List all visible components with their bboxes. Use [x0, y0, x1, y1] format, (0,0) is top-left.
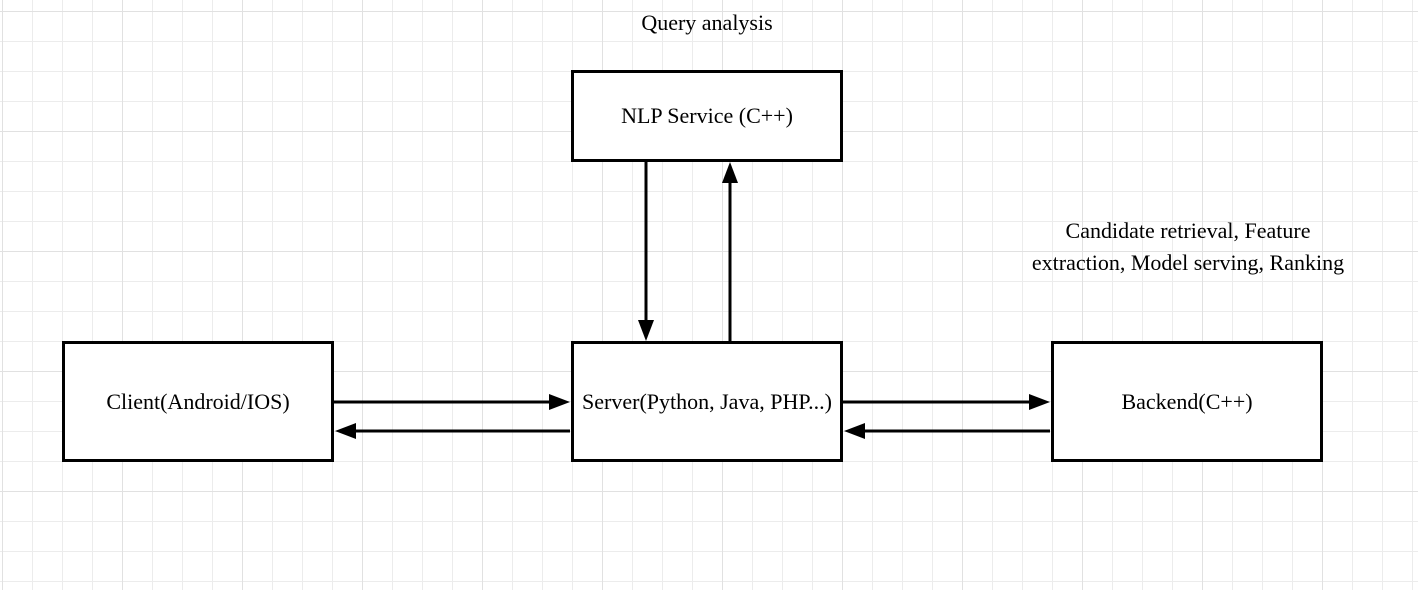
node-backend: Backend(C++)	[1051, 341, 1323, 462]
arrow-client-to-server	[334, 394, 570, 410]
node-nlp-service-label: NLP Service (C++)	[621, 103, 793, 129]
node-server: Server(Python, Java, PHP...)	[571, 341, 843, 462]
node-backend-label: Backend(C++)	[1121, 388, 1253, 414]
label-query-analysis: Query analysis	[641, 10, 773, 35]
arrow-server-to-nlp	[722, 162, 738, 341]
node-client: Client(Android/IOS)	[62, 341, 334, 462]
label-backend-functions: Candidate retrieval, Feature extraction,…	[1031, 218, 1345, 275]
node-client-label: Client(Android/IOS)	[106, 388, 290, 414]
arrow-nlp-to-server	[638, 162, 654, 341]
node-nlp-service: NLP Service (C++)	[571, 70, 843, 162]
arrow-server-to-backend	[843, 394, 1050, 410]
arrow-server-to-client	[335, 423, 570, 439]
node-server-label: Server(Python, Java, PHP...)	[582, 388, 832, 414]
arrow-backend-to-server	[844, 423, 1050, 439]
